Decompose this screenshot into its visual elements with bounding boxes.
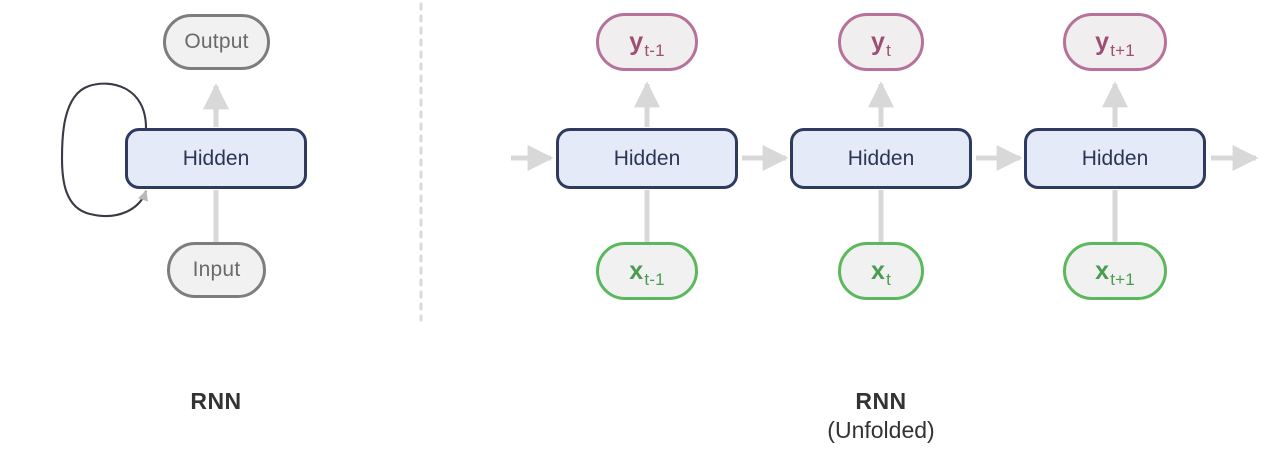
label-subscript: t xyxy=(886,269,892,289)
caption-rnn-folded: RNN xyxy=(116,388,316,415)
caption-rnn-unfolded-title: RNN xyxy=(855,388,907,414)
label-subscript: t-1 xyxy=(644,269,665,289)
caption-rnn-folded-text: RNN xyxy=(190,388,242,414)
label-base: x xyxy=(870,256,886,285)
self-loop-path xyxy=(60,82,148,218)
label-base: x xyxy=(629,256,644,285)
node-hidden-folded[interactable]: Hidden xyxy=(125,128,307,189)
label-subscript: t+1 xyxy=(1110,40,1135,60)
label-subscript: t xyxy=(886,40,892,60)
node-hidden-t[interactable]: Hidden xyxy=(790,128,972,189)
node-input[interactable]: Input xyxy=(167,242,266,298)
caption-rnn-unfolded-subtitle: (Unfolded) xyxy=(827,417,935,443)
caption-rnn-unfolded: RNN (Unfolded) xyxy=(781,388,981,444)
label-base: y xyxy=(870,27,886,56)
label-subscript: t-1 xyxy=(644,40,665,60)
node-output[interactable]: Output xyxy=(163,14,270,70)
node-hidden-t-minus-1[interactable]: Hidden xyxy=(556,128,738,189)
label-base: x xyxy=(1095,256,1110,285)
node-hidden-t-plus-1[interactable]: Hidden xyxy=(1024,128,1206,189)
label-base: y xyxy=(629,27,644,56)
label-base: y xyxy=(1095,27,1110,56)
label-subscript: t+1 xyxy=(1110,269,1135,289)
